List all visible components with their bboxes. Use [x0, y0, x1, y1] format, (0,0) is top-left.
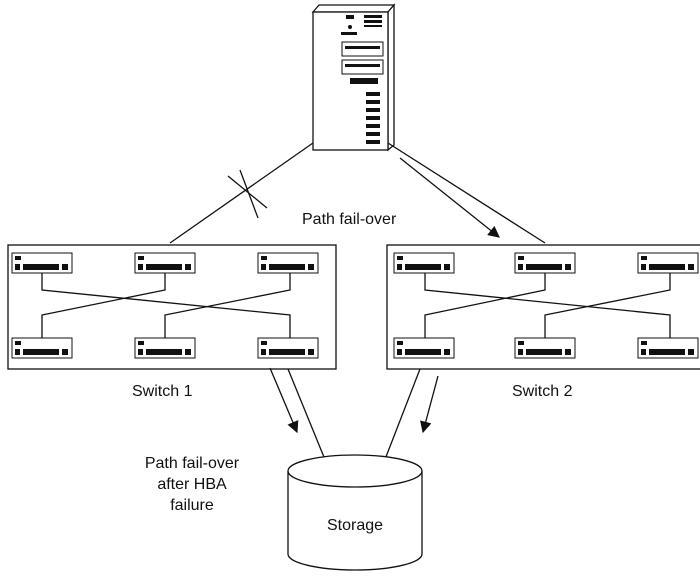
switch-module-icon: [257, 337, 319, 359]
failover-arrow-left: [269, 367, 299, 434]
switch-module-icon: [637, 337, 699, 359]
switch-module-icon: [134, 252, 196, 274]
switch-module-icon: [257, 252, 319, 274]
switch1-crosslinks: [41, 273, 291, 338]
switch-module-icon: [514, 337, 576, 359]
switch2-label: Switch 2: [512, 383, 573, 400]
server-tower-icon: [311, 3, 396, 152]
switch-module-icon: [637, 252, 699, 274]
hba-failover-line1: Path fail-over: [145, 455, 240, 472]
switch-module-icon: [393, 252, 455, 274]
switch-module-icon: [514, 252, 576, 274]
switch2-to-storage-link: [383, 368, 421, 463]
storage-cylinder-icon: [287, 454, 423, 571]
switch1-label: Switch 1: [132, 383, 193, 400]
switch1-to-storage-link: [287, 368, 327, 463]
hba-failover-line3: failure: [170, 497, 214, 514]
switch-module-icon: [134, 337, 196, 359]
server-to-switch2-link: [387, 142, 546, 244]
switch-module-icon: [11, 337, 73, 359]
switch2-crosslinks: [424, 273, 671, 338]
storage-label: Storage: [327, 517, 383, 534]
path-failover-label: Path fail-over: [302, 211, 397, 228]
switch-2: [386, 244, 700, 370]
switch-module-icon: [393, 337, 455, 359]
hba-failover-line2: after HBA: [157, 476, 227, 493]
switch-module-icon: [11, 252, 73, 274]
failover-arrow-top: [399, 157, 500, 238]
switch-1: [7, 244, 337, 370]
failover-arrow-right: [420, 375, 439, 434]
broken-link-x-icon: [227, 169, 268, 219]
server-to-switch1-link: [169, 142, 314, 244]
